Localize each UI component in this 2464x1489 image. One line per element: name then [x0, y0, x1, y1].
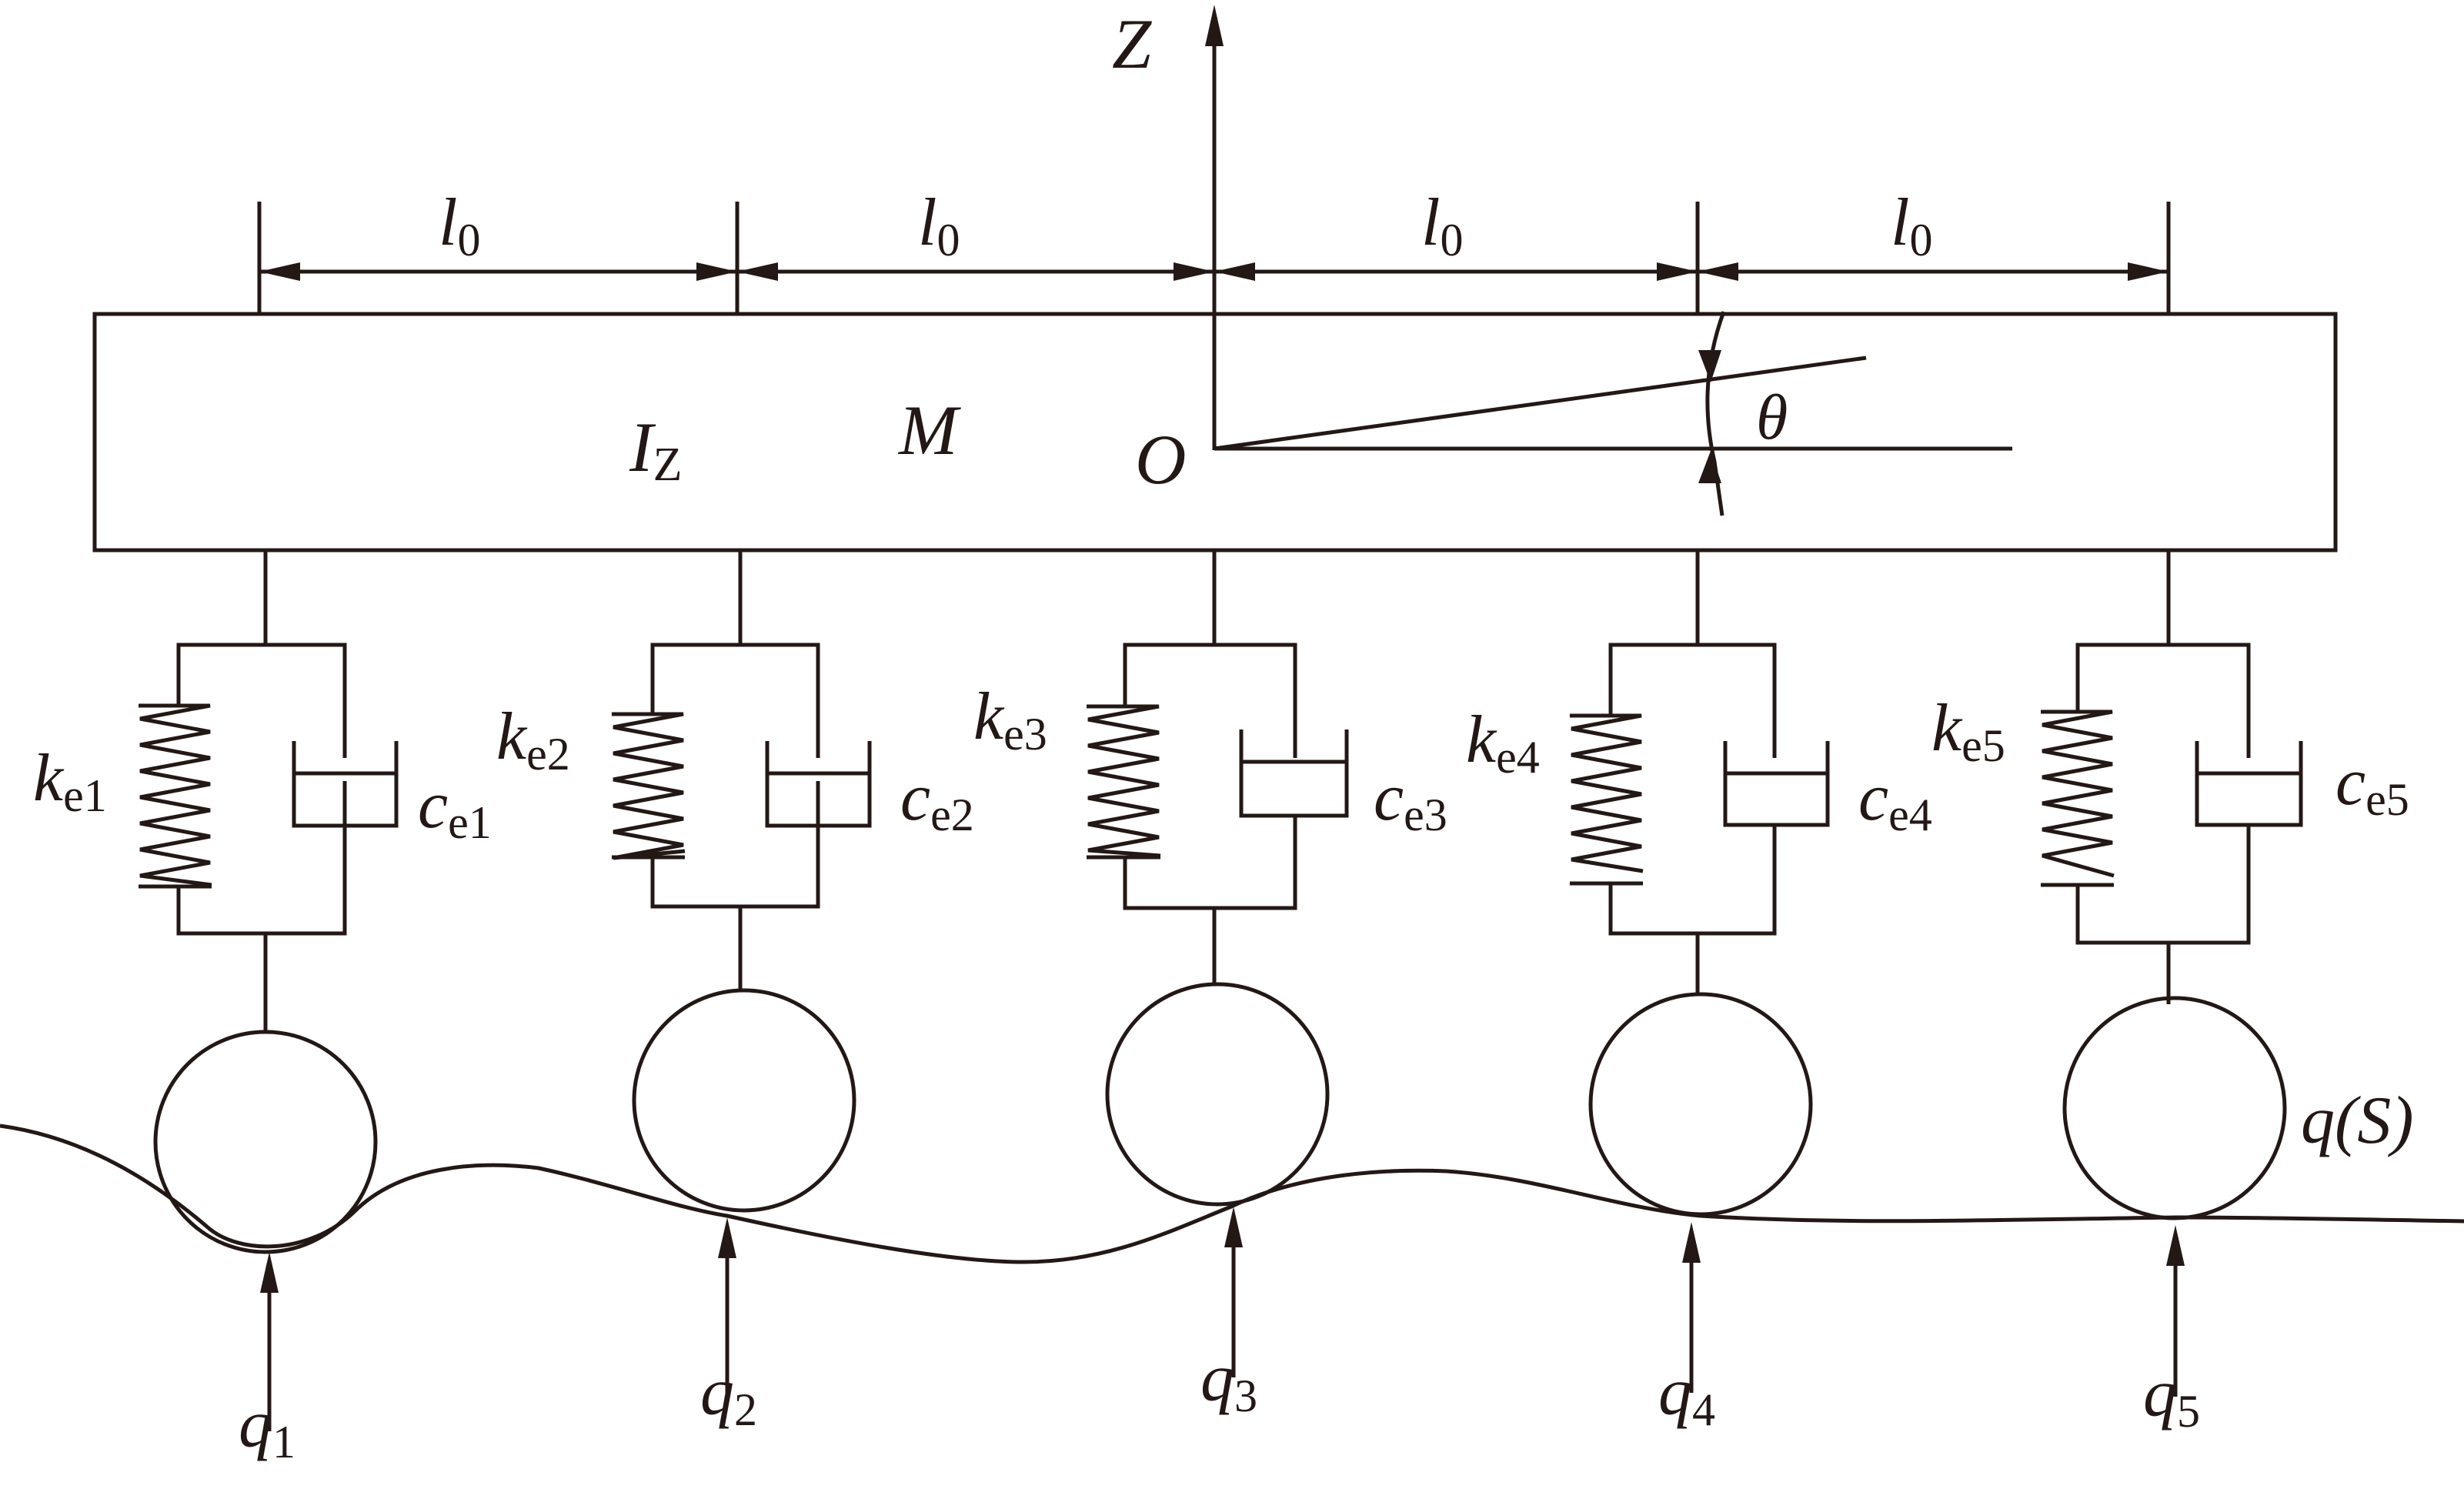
spacing-label-2: l0 — [918, 185, 960, 265]
suspension-5 — [2041, 550, 2303, 1397]
damper-label-2: ce2 — [900, 760, 974, 840]
suspension-4 — [1570, 550, 1830, 1393]
spacing-label-3: l0 — [1421, 185, 1463, 265]
z-axis — [1205, 5, 1224, 450]
suspension-1 — [139, 550, 399, 1431]
wheel-3 — [1105, 982, 1330, 1207]
input-arrow-1 — [260, 1252, 279, 1293]
input-label-1: q1 — [239, 1387, 295, 1467]
damper-1 — [292, 741, 399, 828]
spring-3 — [1087, 704, 1161, 858]
damper-label-3: ce3 — [1374, 760, 1447, 840]
input-arrow-4 — [1682, 1222, 1701, 1263]
suspension-2 — [612, 550, 872, 1393]
input-label-3: q3 — [1200, 1341, 1257, 1421]
spring-label-3: ke3 — [973, 679, 1047, 760]
road-label: q(S) — [2301, 1083, 2414, 1158]
wheel-5 — [2062, 996, 2287, 1220]
origin-label: O — [1135, 420, 1186, 499]
input-label-2: q2 — [700, 1355, 757, 1435]
input-arrow-5 — [2166, 1225, 2185, 1266]
road-profile — [0, 1123, 2464, 1264]
damper-3 — [1239, 729, 1349, 818]
damper-2 — [765, 741, 872, 828]
suspension-3 — [1087, 550, 1349, 1377]
input-arrow-3 — [1224, 1207, 1243, 1247]
spring-5 — [2041, 709, 2115, 878]
pitch-angle-indicator — [1214, 311, 2012, 516]
spring-4 — [1570, 713, 1644, 873]
wheel-2 — [632, 988, 856, 1213]
mass-label: M — [897, 391, 961, 469]
spring-label-4: ke4 — [1466, 703, 1540, 783]
damper-4 — [1723, 741, 1830, 827]
spacing-label-4: l0 — [1891, 185, 1932, 265]
spring-label-1: ke1 — [33, 741, 107, 821]
spring-label-5: ke5 — [1931, 691, 2005, 771]
spring-2 — [612, 712, 686, 860]
damper-label-5: ce5 — [2335, 745, 2409, 825]
inertia-label: IZ — [629, 408, 683, 491]
damper-label-4: ce4 — [1858, 760, 1932, 840]
input-label-4: q4 — [1658, 1355, 1715, 1435]
spring-label-2: ke2 — [496, 699, 570, 780]
z-axis-label: Z — [1112, 5, 1152, 83]
damper-label-1: ce1 — [418, 768, 492, 848]
wheel-1 — [153, 1030, 378, 1254]
spacing-label-1: l0 — [439, 185, 480, 265]
input-arrow-2 — [718, 1217, 736, 1258]
angle-label: θ — [1756, 382, 1788, 453]
wheel-4 — [1588, 992, 1813, 1217]
spring-1 — [139, 703, 212, 887]
dimension-lines — [257, 202, 2171, 314]
damper-5 — [2195, 741, 2303, 827]
input-label-5: q5 — [2143, 1357, 2200, 1437]
